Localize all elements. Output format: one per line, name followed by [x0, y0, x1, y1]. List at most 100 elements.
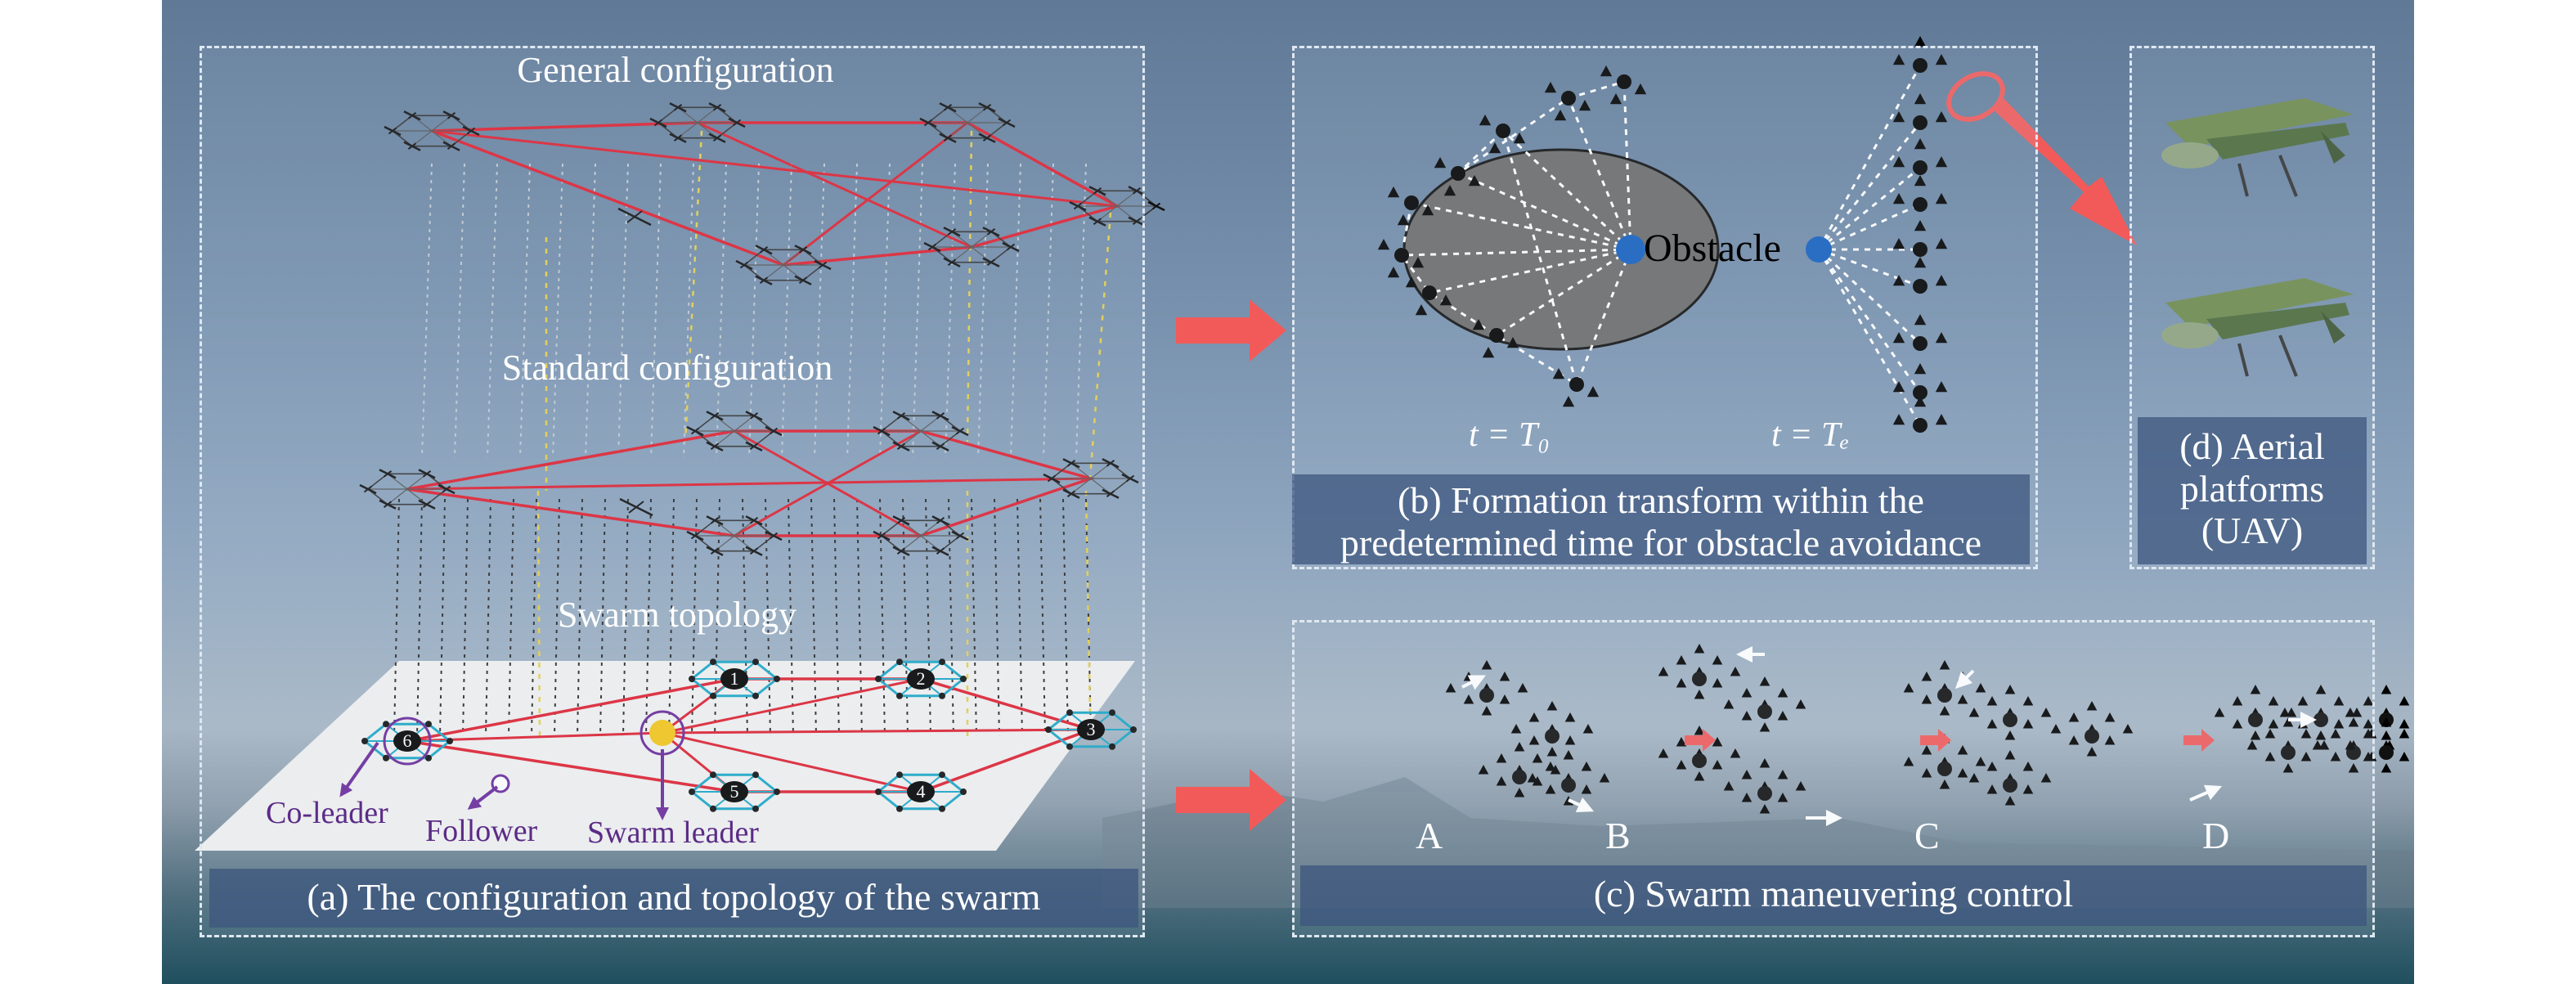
triangle-agent — [2363, 752, 2374, 762]
upper-connector — [814, 163, 825, 459]
co-leader-arrow — [339, 741, 379, 798]
triangle-agent — [2300, 752, 2312, 762]
drone-icon — [708, 133, 726, 143]
drone-icon — [998, 117, 1016, 128]
triangle-agent — [1892, 54, 1905, 65]
follower-dot — [689, 789, 695, 795]
panel-b-caption-line2: predetermined time for obstacle avoidanc… — [1340, 521, 1982, 564]
drone-icon — [1062, 458, 1080, 469]
obstacle-label: Obstacle — [1644, 227, 1781, 270]
triangle-agent — [1676, 655, 1687, 665]
triangle-agent — [1903, 683, 1914, 693]
triangle-agent — [1694, 771, 1705, 781]
triangle-agent — [2399, 729, 2410, 739]
triangle-agent — [1939, 780, 1950, 789]
drone-icon — [708, 102, 726, 113]
follower-dot — [383, 754, 389, 762]
swarm-leader-label: Swarm leader — [587, 816, 759, 850]
uav-platform-graphic — [2161, 98, 2354, 377]
upper-connector — [748, 163, 760, 459]
stage-label-b: B — [1605, 815, 1631, 856]
triangle-agent — [1439, 294, 1452, 306]
follower-dot — [1066, 743, 1073, 750]
panel-d-caption-line2: platforms — [2179, 467, 2325, 510]
triangle-agent — [1578, 100, 1591, 111]
triangle-agent — [1777, 793, 1788, 802]
triangle-agent — [1415, 304, 1428, 316]
vertical-connector — [599, 498, 606, 737]
drone-icon — [982, 227, 1000, 237]
flow-arrow-a-to-b — [1176, 299, 1286, 362]
follower-dot — [1130, 726, 1137, 733]
triangle-agent — [1935, 414, 1948, 425]
drone-icon — [814, 259, 832, 271]
general-configuration-label: General configuration — [517, 50, 834, 90]
triangle-agent — [1545, 762, 1556, 771]
avoidance-ray — [1567, 97, 1632, 250]
time-start-label: t = T₀ — [1469, 416, 1550, 454]
triangle-agent — [1676, 737, 1687, 747]
drone-icon — [669, 133, 687, 143]
triangle-agent — [1892, 193, 1905, 204]
triangle-agent — [1434, 157, 1447, 168]
formation-outline — [1400, 80, 1625, 388]
drone-icon — [978, 102, 996, 113]
vertical-connector — [788, 498, 794, 737]
triangle-agent — [1377, 239, 1390, 250]
drone-icon — [438, 483, 456, 495]
triangle-agent — [1921, 694, 1932, 704]
triangle-agent — [1914, 396, 1927, 407]
triangle-agent — [2381, 685, 2392, 694]
drone-icon — [1088, 186, 1106, 196]
triangle-agent — [1935, 275, 1948, 286]
vertical-connector — [439, 498, 446, 737]
upper-connector — [879, 163, 891, 459]
motion-arrow — [1568, 797, 1595, 812]
drone-icon — [892, 546, 910, 556]
triangle-agent — [1957, 745, 1968, 755]
triangle-agent — [1488, 142, 1501, 154]
follower-dot — [1109, 743, 1115, 750]
follower-dot — [875, 676, 882, 682]
triangle-agent — [1892, 111, 1905, 123]
node-badge-6 — [393, 730, 421, 752]
triangle-agent — [1658, 667, 1669, 676]
drone-icon — [873, 530, 891, 541]
uav-icon — [2161, 98, 2354, 197]
triangle-agent — [2399, 752, 2410, 762]
follower-dot — [939, 805, 945, 812]
upper-connector — [552, 163, 563, 459]
formation-agent — [1913, 160, 1928, 175]
triangle-agent — [2297, 696, 2309, 706]
triangle-agent — [1914, 36, 1927, 47]
triangle-agent — [1777, 688, 1788, 698]
drone-icon — [892, 441, 910, 452]
follower-dot — [383, 721, 389, 728]
vertical-connector — [485, 498, 491, 737]
drone-icon — [1102, 488, 1120, 499]
drone-icon — [951, 425, 969, 437]
follower-dot — [774, 789, 780, 795]
follower-dot — [896, 658, 903, 666]
formation-agent — [1913, 242, 1928, 257]
panel-d-caption-line3: (UAV) — [2201, 510, 2304, 552]
drone-icon — [745, 546, 763, 556]
panel-b-caption-line1: (b) Formation transform within the — [1398, 479, 1924, 521]
stage-label-d: D — [2202, 815, 2230, 856]
swarm-center-marker — [1806, 236, 1832, 263]
triangle-agent — [1514, 788, 1525, 798]
leader-link — [662, 677, 922, 735]
panel-d-caption-line1: (d) Aerial — [2179, 425, 2325, 467]
triangle-agent — [2050, 724, 2062, 734]
group-center — [2003, 712, 2017, 727]
upper-connector — [585, 163, 596, 459]
drone-icon — [706, 546, 724, 556]
formation-agent — [1913, 418, 1928, 433]
drone-icon — [728, 117, 746, 128]
follower-dot — [447, 738, 453, 744]
triangle-agent — [1741, 770, 1752, 780]
triangle-agent — [1545, 784, 1556, 794]
triangle-agent — [1712, 678, 1723, 688]
drone-icon — [706, 411, 724, 421]
